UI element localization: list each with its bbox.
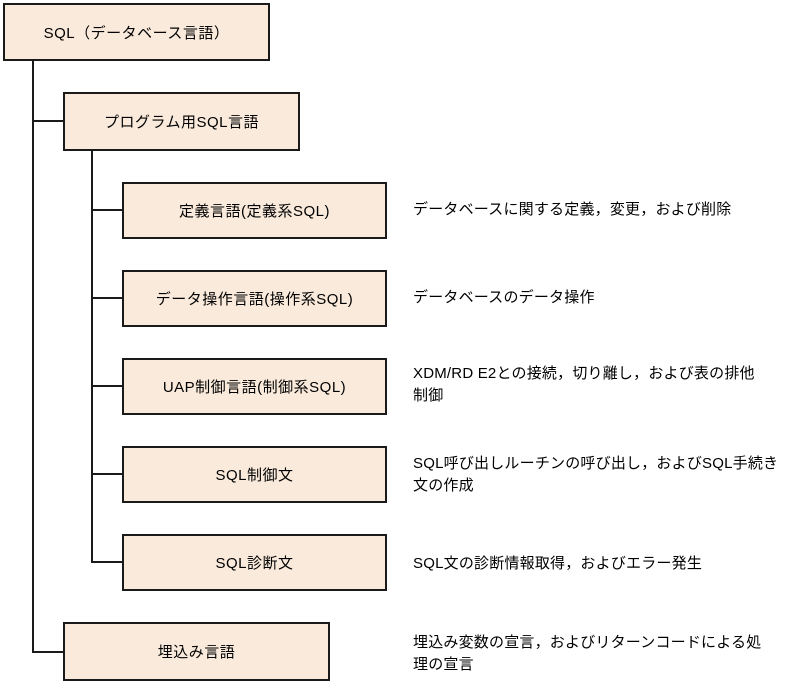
node-sql-root-label: SQL（データベース言語）	[43, 24, 230, 42]
desc-sql-diagnostic-statement: SQL文の診断情報取得，およびエラー発生	[413, 553, 803, 575]
node-uap-control-language: UAP制御言語(制御系SQL)	[122, 358, 387, 415]
desc-line: データベースに関する定義，変更，および削除	[413, 201, 732, 218]
connector-branch-uap-control	[91, 385, 122, 387]
node-embedded-language: 埋込み言語	[63, 622, 330, 681]
node-sql-root: SQL（データベース言語）	[3, 3, 270, 61]
desc-definition-language: データベースに関する定義，変更，および削除	[413, 199, 803, 221]
desc-line: 制御	[413, 387, 444, 404]
desc-line: 文の作成	[413, 477, 474, 494]
desc-sql-control-statement: SQL呼び出しルーチンの呼び出し，およびSQL手続き 文の作成	[413, 453, 803, 497]
node-definition-language-label: 定義言語(定義系SQL)	[178, 203, 330, 220]
desc-line: 理の宣言	[413, 656, 474, 673]
node-sql-control-statement-label: SQL制御文	[215, 467, 294, 484]
desc-line: データベースのデータ操作	[413, 289, 595, 306]
connector-branch-sql-diagnostic	[91, 561, 122, 563]
node-program-sql: プログラム用SQL言語	[63, 92, 300, 151]
connector-program-vertical	[91, 150, 93, 563]
node-sql-diagnostic-statement-label: SQL診断文	[215, 555, 294, 572]
desc-line: 埋込み変数の宣言，およびリターンコードによる処	[413, 634, 762, 651]
connector-branch-data-manipulation	[91, 297, 122, 299]
node-data-manipulation-language-label: データ操作言語(操作系SQL)	[155, 291, 354, 308]
desc-line: SQL文の診断情報取得，およびエラー発生	[413, 555, 703, 572]
node-embedded-language-label: 埋込み言語	[157, 644, 236, 661]
node-sql-control-statement: SQL制御文	[122, 446, 387, 503]
node-data-manipulation-language: データ操作言語(操作系SQL)	[122, 270, 387, 327]
desc-data-manipulation-language: データベースのデータ操作	[413, 287, 803, 309]
desc-line: SQL呼び出しルーチンの呼び出し，およびSQL手続き	[413, 455, 779, 472]
desc-uap-control-language: XDM/RD E2との接続，切り離し，および表の排他 制御	[413, 363, 803, 407]
node-program-sql-label: プログラム用SQL言語	[103, 114, 260, 131]
connector-branch-program-sql	[32, 120, 63, 122]
connector-branch-sql-control	[91, 473, 122, 475]
connector-root-vertical	[32, 61, 34, 653]
connector-branch-embedded-language	[32, 651, 63, 653]
node-uap-control-language-label: UAP制御言語(制御系SQL)	[162, 379, 347, 396]
desc-embedded-language: 埋込み変数の宣言，およびリターンコードによる処 理の宣言	[413, 632, 803, 676]
node-definition-language: 定義言語(定義系SQL)	[122, 182, 387, 239]
connector-branch-definition-language	[91, 209, 122, 211]
node-sql-diagnostic-statement: SQL診断文	[122, 534, 387, 591]
desc-line: XDM/RD E2との接続，切り離し，および表の排他	[413, 365, 755, 382]
